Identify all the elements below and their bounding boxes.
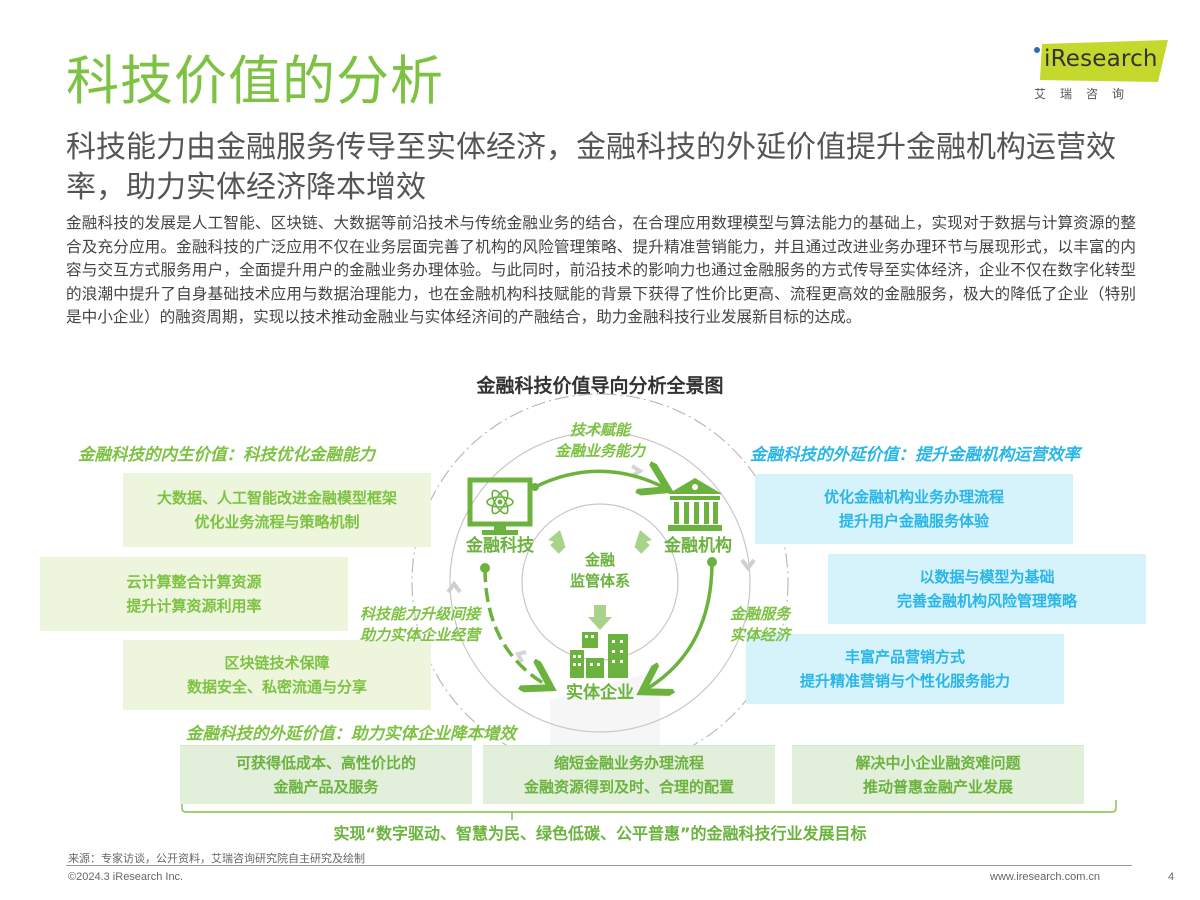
arrow-left-line2: 助力实体企业经营 <box>359 626 480 644</box>
core-line2: 监管体系 <box>569 572 630 590</box>
logo-banner-icon <box>1034 40 1168 82</box>
left-box-2-line2: 提升计算资源利用率 <box>126 597 262 615</box>
arrow-left-label: 科技能力升级间接 助力实体企业经营 <box>340 604 500 646</box>
copyright: ©2024.3 iResearch Inc. <box>68 871 184 883</box>
bottom-box-1: 可获得低成本、高性价比的金融产品及服务 <box>180 745 472 804</box>
body-paragraph: 金融科技的发展是人工智能、区块链、大数据等前沿技术与传统金融业务的结合，在合理应… <box>66 214 1136 327</box>
bank-institution-icon <box>668 478 722 531</box>
page-subtitle: 科技能力由金融服务传导至实体经济，金融科技的外延价值提升金融机构运营效率，助力实… <box>66 130 1116 205</box>
diagram-title: 金融科技价值导向分析全景图 <box>476 375 724 397</box>
bottom-box-2-line2: 金融资源得到及时、合理的配置 <box>523 778 734 796</box>
arrow-right-line1: 金融服务 <box>729 605 790 623</box>
bottom-section-heading: 金融科技的外延价值：助力实体企业降本增效 <box>186 724 516 743</box>
arrow-top-line2: 金融业务能力 <box>554 442 645 460</box>
page-title: 科技价值的分析 <box>66 51 444 112</box>
footer-divider <box>66 865 1132 866</box>
right-box-3: 丰富产品营销方式提升精准营销与个性化服务能力 <box>746 634 1064 704</box>
arrow-left-line1: 科技能力升级间接 <box>359 605 480 623</box>
right-box-3-line2: 提升精准营销与个性化服务能力 <box>799 672 1010 690</box>
left-box-3-line2: 数据安全、私密流通与分享 <box>186 678 367 696</box>
bottom-box-3: 解决中小企业融资难问题推动普惠金融产业发展 <box>792 745 1084 804</box>
node-fintech-label: 金融科技 <box>466 536 534 556</box>
bottom-box-2-line1: 缩短金融业务办理流程 <box>553 754 704 772</box>
arrow-top-line1: 技术赋能 <box>569 421 630 439</box>
node-institution-label: 金融机构 <box>664 536 732 556</box>
left-box-1: 大数据、人工智能改进金融模型框架优化业务流程与策略机制 <box>123 473 431 547</box>
left-box-3: 区块链技术保障数据安全、私密流通与分享 <box>123 640 431 710</box>
core-line1: 金融 <box>584 551 615 569</box>
logo-brand: iResearch <box>1044 46 1158 72</box>
left-box-3-line1: 区块链技术保障 <box>224 654 330 672</box>
left-section-heading: 金融科技的内生价值：科技优化金融能力 <box>78 445 375 464</box>
arrow-right-label: 金融服务 实体经济 <box>715 604 805 646</box>
source-note: 来源：专家访谈，公开资料，艾瑞咨询研究院自主研究及绘制 <box>68 852 365 865</box>
right-box-1-line1: 优化金融机构业务办理流程 <box>823 488 1004 506</box>
bottom-box-2: 缩短金融业务办理流程金融资源得到及时、合理的配置 <box>483 745 775 804</box>
logo-subtitle: 艾瑞咨询 <box>1034 87 1139 101</box>
arrow-right-line2: 实体经济 <box>729 626 790 644</box>
right-box-2-line2: 完善金融机构风险管理策略 <box>896 592 1077 610</box>
left-box-1-line2: 优化业务流程与策略机制 <box>194 513 360 531</box>
bottom-box-1-line2: 金融产品及服务 <box>273 778 379 796</box>
development-goal: 实现“数字驱动、智慧为民、绿色低碳、公平普惠”的金融科技行业发展目标 <box>333 824 867 843</box>
left-box-2-line1: 云计算整合计算资源 <box>126 573 262 591</box>
left-box-2: 云计算整合计算资源提升计算资源利用率 <box>40 557 348 631</box>
right-section-heading: 金融科技的外延价值：提升金融机构运营效率 <box>750 445 1080 464</box>
core-regulation-label: 金融 监管体系 <box>550 550 650 592</box>
left-box-1-line1: 大数据、人工智能改进金融模型框架 <box>156 489 397 507</box>
arrow-top-label: 技术赋能 金融业务能力 <box>520 420 680 462</box>
computer-atom-icon <box>467 477 533 535</box>
right-box-1: 优化金融机构业务办理流程提升用户金融服务体验 <box>755 474 1073 544</box>
bottom-box-1-line1: 可获得低成本、高性价比的 <box>235 754 416 772</box>
right-box-1-line2: 提升用户金融服务体验 <box>838 512 989 530</box>
enterprise-buildings-icon <box>570 632 628 678</box>
website-link[interactable]: www.iresearch.com.cn <box>990 871 1101 883</box>
bottom-box-3-line2: 推动普惠金融产业发展 <box>862 778 1013 796</box>
right-box-2: 以数据与模型为基础完善金融机构风险管理策略 <box>828 554 1146 624</box>
page-number: 4 <box>1168 871 1175 883</box>
bottom-box-3-line1: 解决中小企业融资难问题 <box>855 754 1021 772</box>
right-box-3-line1: 丰富产品营销方式 <box>844 648 965 666</box>
node-enterprise-label: 实体企业 <box>566 683 634 703</box>
right-box-2-line1: 以数据与模型为基础 <box>919 568 1055 586</box>
